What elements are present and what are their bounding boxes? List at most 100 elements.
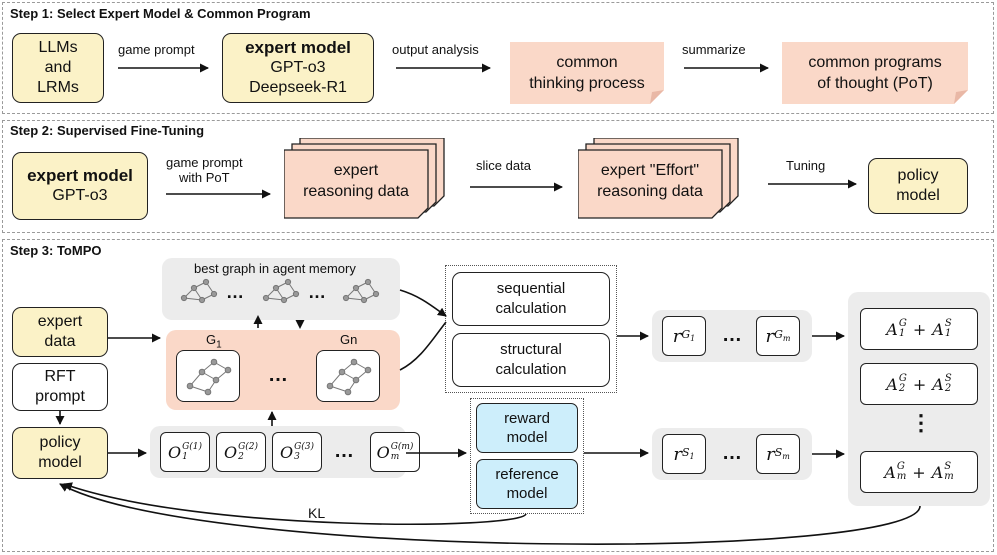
struct-line1: structural <box>500 341 562 358</box>
llms-lrms-box: LLMs and LRMs <box>12 33 104 103</box>
step3-policy-model-box: policy model <box>12 427 108 479</box>
expert-data-line2: data <box>44 333 76 350</box>
advantages-vdots: ⋮ <box>910 410 933 435</box>
step2-title: Step 2: Supervised Fine-Tuning <box>10 123 205 138</box>
expert-data-line1: expert <box>37 313 83 330</box>
step2-policy-model-box: policy model <box>868 158 968 214</box>
tuning-label: Tuning <box>786 158 826 173</box>
o-base: O <box>279 442 294 462</box>
expert-reasoning-stack <box>284 138 445 219</box>
note-shape <box>510 42 664 104</box>
step1-expert-title: expert model <box>245 38 351 57</box>
thinking-line1: common <box>556 54 618 71</box>
step1-title: Step 1: Select Expert Model & Common Pro… <box>10 6 311 21</box>
llms-line1: LLMs <box>38 39 78 56</box>
game-prompt-pot-label: game prompt with PoT <box>166 155 243 185</box>
step1-expert-model-box: expert model GPT-o3 Deepseek-R1 <box>222 33 374 103</box>
rft-prompt-box: RFT prompt <box>12 363 108 411</box>
pot-line1: common programs <box>808 54 942 71</box>
data1-line2: reasoning data <box>303 183 409 200</box>
step2-panel <box>2 120 994 233</box>
data2-line1: expert "Effort" <box>600 162 700 179</box>
step1-panel <box>2 2 994 114</box>
ref-line1: reference <box>495 466 559 483</box>
o-sub: 3 <box>294 452 300 462</box>
o-sup: G(2) <box>238 442 259 452</box>
step3-title: Step 3: ToMPO <box>10 243 102 258</box>
sequence-reward-ellipsis: … <box>722 442 743 464</box>
expert-reasoning-text: expert reasoning data <box>284 152 428 210</box>
step2-expert-line2: GPT-o3 <box>52 187 108 204</box>
o-sup: G(3) <box>294 442 315 452</box>
common-thinking-note: common thinking process <box>510 42 664 104</box>
gn-label: Gn <box>340 332 358 347</box>
reward-line2: model <box>506 429 548 446</box>
rft-line2: prompt <box>35 388 85 405</box>
step3-policy-line2: model <box>38 454 82 471</box>
outputs-ellipsis: … <box>334 440 355 462</box>
slice-data-label: slice data <box>476 158 531 173</box>
llms-line3: LRMs <box>37 79 79 96</box>
rft-line1: RFT <box>44 368 76 385</box>
reward-model-box: reward model <box>476 403 578 453</box>
o-base: O <box>376 442 390 462</box>
graph-ellipsis: … <box>268 364 289 386</box>
o-sup: G(1) <box>182 442 203 452</box>
note-shape <box>782 42 968 104</box>
seq-line1: sequential <box>496 280 566 297</box>
prompt-line1: game prompt <box>166 155 243 170</box>
graph-gn-box <box>316 350 380 402</box>
ref-line2: model <box>506 485 548 502</box>
data2-line2: reasoning data <box>597 183 703 200</box>
agent-memory-label: best graph in agent memory <box>194 261 356 276</box>
thinking-line2: thinking process <box>529 75 645 92</box>
sequential-calculation-box: sequential calculation <box>452 272 610 326</box>
reward-line1: reward <box>504 410 550 427</box>
output-analysis-label: output analysis <box>392 42 479 57</box>
graph-g1-box <box>176 350 240 402</box>
step2-expert-title: expert model <box>27 166 133 185</box>
step3-panel <box>2 239 994 552</box>
step2-policy-line1: policy <box>897 167 939 184</box>
seq-line2: calculation <box>495 300 567 317</box>
effort-reasoning-text: expert "Effort" reasoning data <box>578 152 722 210</box>
common-pot-note: common programs of thought (PoT) <box>782 42 968 104</box>
struct-line2: calculation <box>495 361 567 378</box>
o-sup: G(m) <box>390 442 414 452</box>
o-base: O <box>223 442 238 462</box>
step2-policy-line2: model <box>896 187 940 204</box>
step3-policy-line1: policy <box>39 434 81 451</box>
pot-line2: of thought (PoT) <box>817 75 933 92</box>
prompt-line2: with PoT <box>179 170 230 185</box>
o-sub: 2 <box>238 452 244 462</box>
step1-expert-line3: Deepseek-R1 <box>249 79 347 96</box>
graph-reward-ellipsis: … <box>722 324 743 346</box>
step1-expert-line2: GPT-o3 <box>270 59 326 76</box>
g1-sub: 1 <box>216 339 222 351</box>
structural-calculation-box: structural calculation <box>452 333 610 387</box>
expert-data-box: expert data <box>12 307 108 357</box>
step1-game-prompt-label: game prompt <box>118 42 195 57</box>
step2-expert-model-box: expert model GPT-o3 <box>12 152 148 220</box>
data1-line1: expert <box>333 162 379 179</box>
o-base: O <box>167 442 182 462</box>
reference-model-box: reference model <box>476 459 578 509</box>
llms-line2: and <box>44 59 72 76</box>
effort-reasoning-stack <box>578 138 739 219</box>
o-sub: 1 <box>182 452 188 462</box>
g1-text: G <box>206 332 217 347</box>
summarize-label: summarize <box>682 42 746 57</box>
g1-label: G1 <box>206 332 222 353</box>
kl-label: KL <box>308 505 326 521</box>
